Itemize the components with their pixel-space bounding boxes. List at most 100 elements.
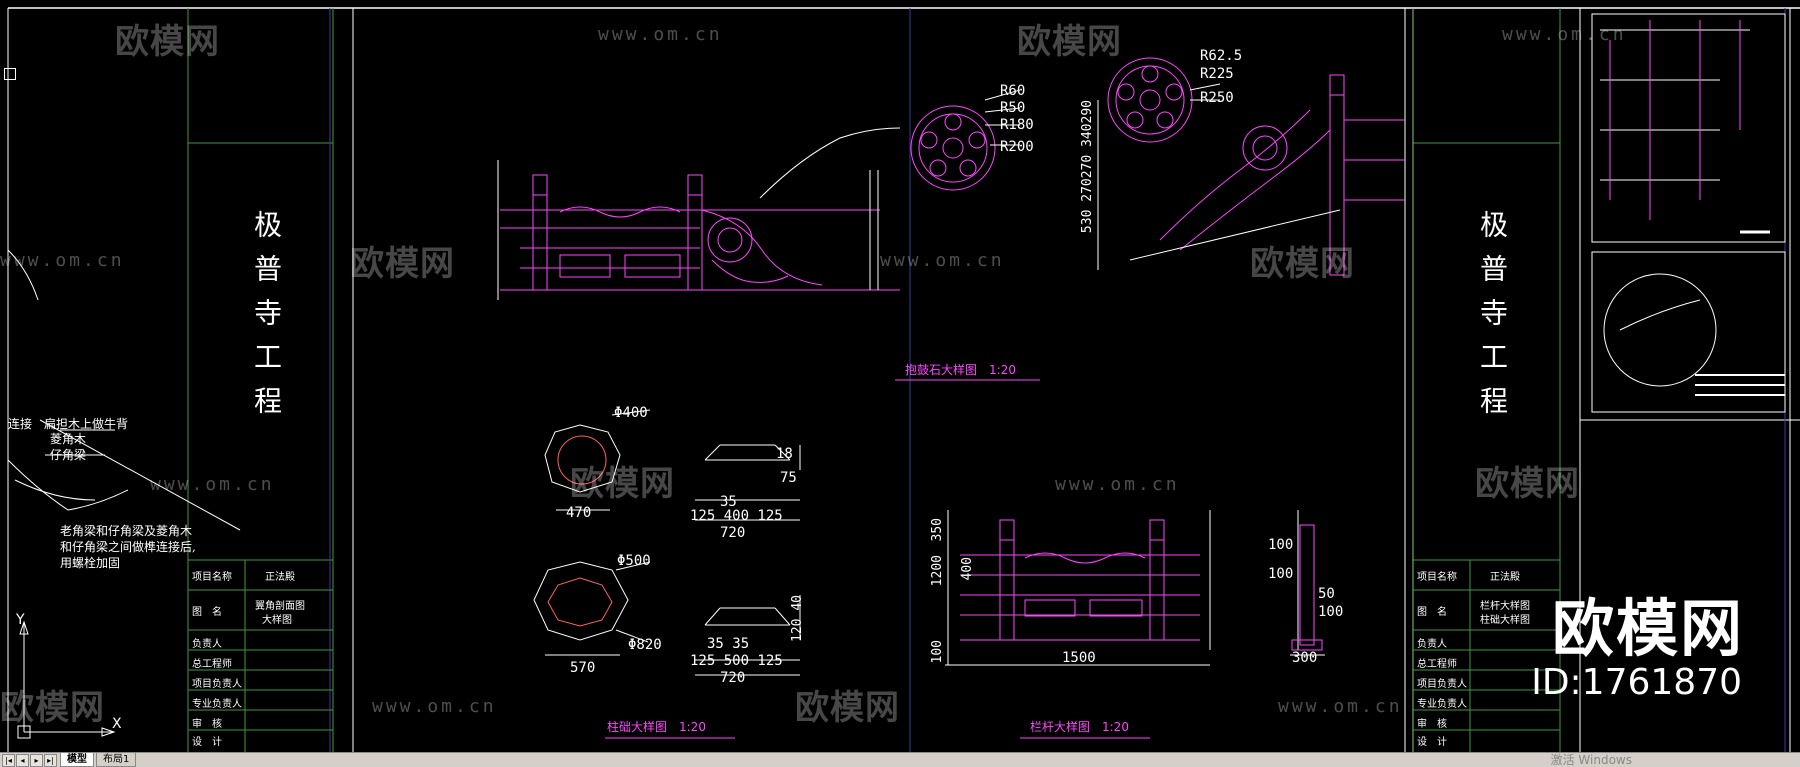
tb-left-drawing-label: 图 名 (192, 607, 222, 618)
dim-side-stack: 530 270270 340290 (1080, 100, 1095, 234)
watermark-logo: 欧模网 (350, 244, 455, 284)
tb-right-project-value: 正法殿 (1490, 572, 1520, 583)
dim-r225: R225 (1200, 66, 1234, 82)
dim-w720-b: 720 (720, 670, 746, 686)
dim-h1200: 1200 (930, 555, 945, 587)
tb-left-row: 专业负责人 (192, 699, 242, 710)
tb-right-row: 专业负责人 (1417, 699, 1467, 710)
viewport-marker (4, 68, 16, 80)
watermark-url: www.om.cn (1055, 474, 1180, 495)
watermark-url: www.om.cn (150, 474, 275, 495)
dim-h120: 120 40 (790, 595, 805, 642)
label-langan: 栏杆大样图 1:20 (1030, 720, 1129, 734)
note-lingjiaomu: 菱角木 (50, 432, 87, 446)
dim-r62-5: R62.5 (1200, 48, 1243, 64)
note-tenon: 和仔角梁之间做榫连接后, (60, 540, 196, 554)
balustrade-elevation-bottom (960, 519, 1200, 641)
dim-top35-b: 35 35 (707, 636, 750, 652)
dim-w470: 470 (566, 505, 592, 521)
tb-right-drawing-label: 图 名 (1417, 607, 1447, 618)
watermark-url: www.om.cn (0, 250, 125, 271)
watermark-url: www.om.cn (880, 250, 1005, 271)
dim-d400: Φ400 (614, 405, 648, 421)
dim-row-b: 125 500 125 (690, 653, 783, 669)
tb-left-project-value: 正法殿 (265, 572, 295, 583)
dim-d820: Φ820 (628, 637, 662, 653)
dim-post-b: 100 (1268, 566, 1294, 582)
tb-left-row: 审 核 (192, 719, 222, 730)
dim-r250: R250 (1200, 90, 1234, 106)
note-connection: 连接 扁担木上做牛背 (8, 417, 129, 431)
tab-nav-first-button[interactable]: |◂ (2, 754, 15, 767)
dim-w720-a: 720 (720, 525, 746, 541)
tb-right-row: 项目负责人 (1417, 679, 1467, 690)
label-baogushi: 抱鼓石大样图 1:20 (905, 363, 1016, 377)
column-base-section-1 (695, 444, 801, 521)
tab-nav-prev-button[interactable]: ◂ (16, 754, 29, 767)
dim-r50: R50 (1000, 100, 1026, 116)
activate-windows-notice: 激活 Windows (1550, 753, 1632, 767)
watermark-url: www.om.cn (372, 696, 497, 717)
note-bolts: 用螺栓加固 (60, 556, 121, 570)
dim-r200: R200 (1000, 139, 1034, 155)
layout-tab-bar: |◂ ◂ ▸ ▸| 模型 布局1 激活 Windows (0, 752, 1800, 767)
tb-left-project-label: 项目名称 (192, 572, 232, 583)
dim-small-a: 18 (776, 446, 793, 462)
tb-left-row: 设 计 (192, 737, 222, 748)
watermark-logo: 欧模网 (0, 688, 105, 728)
dim-top35-a: 35 (720, 494, 737, 510)
thumbnail-sheet-middle (1591, 251, 1786, 413)
watermark-logo: 欧模网 (570, 464, 675, 504)
tb-left-row: 项目负责人 (192, 679, 242, 690)
post-section (1290, 510, 1325, 656)
tb-right-row: 总工程师 (1417, 659, 1457, 670)
watermark-logo: 欧模网 (115, 22, 220, 62)
ucs-x-label: X (112, 716, 122, 732)
right-title-block-grid (1413, 560, 1560, 752)
watermark-url: www.om.cn (1502, 24, 1627, 45)
left-title-block-grid (188, 560, 333, 752)
watermark-logo: 欧模网 (1250, 244, 1355, 284)
watermark-url: www.om.cn (1278, 696, 1403, 717)
dim-small-b: 75 (780, 470, 797, 486)
dim-post-c: 50 (1318, 586, 1335, 602)
tab-nav-last-button[interactable]: ▸| (44, 754, 57, 767)
project-title-right: 极普寺工程 (1476, 210, 1509, 430)
ucs-y-label: Y (15, 612, 25, 628)
dim-r180: R180 (1000, 117, 1034, 133)
stair-balustrade-elevation (1107, 57, 1405, 276)
tb-right-row: 负责人 (1417, 639, 1447, 650)
tab-nav-next-button[interactable]: ▸ (30, 754, 43, 767)
tab-model[interactable]: 模型 (60, 753, 94, 767)
column-base-section-2 (695, 595, 801, 676)
tb-right-project-label: 项目名称 (1417, 572, 1457, 583)
dim-h100: 100 (930, 640, 945, 664)
tb-left-row: 总工程师 (192, 659, 232, 670)
tb-left-row: 负责人 (192, 639, 222, 650)
dim-w300: 300 (1292, 650, 1318, 666)
dim-post-d: 100 (1318, 604, 1344, 620)
label-zhuchu: 柱础大样图 1:20 (607, 720, 706, 734)
ucs-icon: Y X (15, 612, 122, 739)
thumbnail-sheet-top (1591, 13, 1786, 243)
note-laojiaoliang: 老角梁和仔角梁及菱角木 (60, 524, 193, 538)
dim-r60: R60 (1000, 83, 1026, 99)
dim-h350: 350 (930, 518, 945, 542)
roof-corner-fragment (7, 249, 241, 531)
column-base-plan-1 (544, 409, 651, 511)
brand-id: ID:1761870 (1531, 662, 1742, 703)
tb-right-row: 审 核 (1417, 719, 1447, 730)
tb-right-drawing-value-1: 栏杆大样图 (1480, 601, 1530, 612)
watermark-logo: 欧模网 (795, 688, 900, 728)
note-zijiaoliang: 仔角梁 (50, 448, 87, 462)
rosette-detail-1 (910, 105, 996, 191)
watermark-logo: 欧模网 (1017, 22, 1122, 62)
tab-layout1[interactable]: 布局1 (96, 753, 137, 767)
dim-post-a: 100 (1268, 537, 1294, 553)
dim-row-a: 125 400 125 (690, 508, 783, 524)
tb-left-drawing-value-2: 大样图 (262, 615, 292, 626)
dim-d500: Φ500 (617, 553, 651, 569)
dim-w1500: 1500 (1062, 650, 1096, 666)
